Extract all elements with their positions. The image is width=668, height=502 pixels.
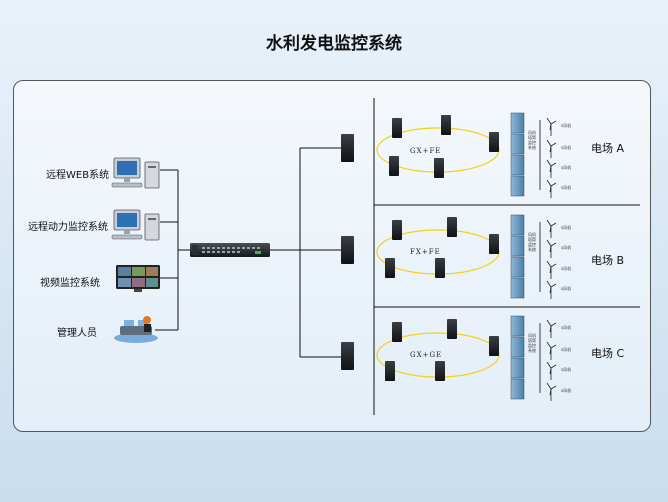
ring-nodes bbox=[385, 115, 499, 381]
ring-label: FX+FE bbox=[410, 248, 441, 256]
desktop-computer-icon bbox=[111, 209, 160, 241]
operator-console-icon bbox=[114, 316, 158, 343]
ring-label: GX+GE bbox=[410, 351, 443, 359]
turbine-label: s风机 bbox=[561, 165, 572, 170]
client-label: 远程动力监控系统 bbox=[28, 222, 108, 233]
trunk-links bbox=[270, 147, 342, 358]
field-separators bbox=[373, 98, 640, 415]
field-label-b: 电场 B bbox=[591, 254, 625, 267]
cabinet-note: 风机塔筒监控系统 bbox=[528, 333, 536, 353]
diagram-panel bbox=[13, 80, 651, 432]
turbine-label: s风机 bbox=[561, 145, 572, 150]
turbine-label: s风机 bbox=[561, 325, 572, 330]
desktop-computer-icon bbox=[111, 157, 160, 189]
client-label: 远程WEB系统 bbox=[46, 170, 110, 181]
turbine-label: s风机 bbox=[561, 388, 572, 393]
turbine-label: s风机 bbox=[561, 245, 572, 250]
client-label: 管理人员 bbox=[57, 328, 97, 339]
cabinet-note: 风机塔筒监控系统 bbox=[528, 232, 536, 252]
field-label-c: 电场 C bbox=[591, 347, 625, 360]
page-title: 水利发电监控系统 bbox=[266, 34, 402, 54]
turbine-label: s风机 bbox=[561, 185, 572, 190]
field-switches bbox=[341, 134, 354, 370]
video-monitor-icon bbox=[116, 265, 160, 292]
client-label: 视频监控系统 bbox=[40, 278, 100, 289]
turbine-label: s风机 bbox=[561, 367, 572, 372]
monitoring-cabinets bbox=[510, 112, 525, 400]
turbine-label: s风机 bbox=[561, 225, 572, 230]
client-links bbox=[155, 169, 190, 331]
field-label-a: 电场 A bbox=[591, 142, 625, 155]
turbine-label: s风机 bbox=[561, 286, 572, 291]
ring-label: GX+FE bbox=[410, 147, 442, 155]
turbine-label: s风机 bbox=[561, 123, 572, 128]
wind-turbine-icons bbox=[546, 117, 557, 401]
turbine-label: s风机 bbox=[561, 266, 572, 271]
cabinet-note: 风机塔筒监控系统 bbox=[528, 130, 536, 150]
turbine-label: s风机 bbox=[561, 347, 572, 352]
core-switch-icon bbox=[190, 243, 270, 257]
